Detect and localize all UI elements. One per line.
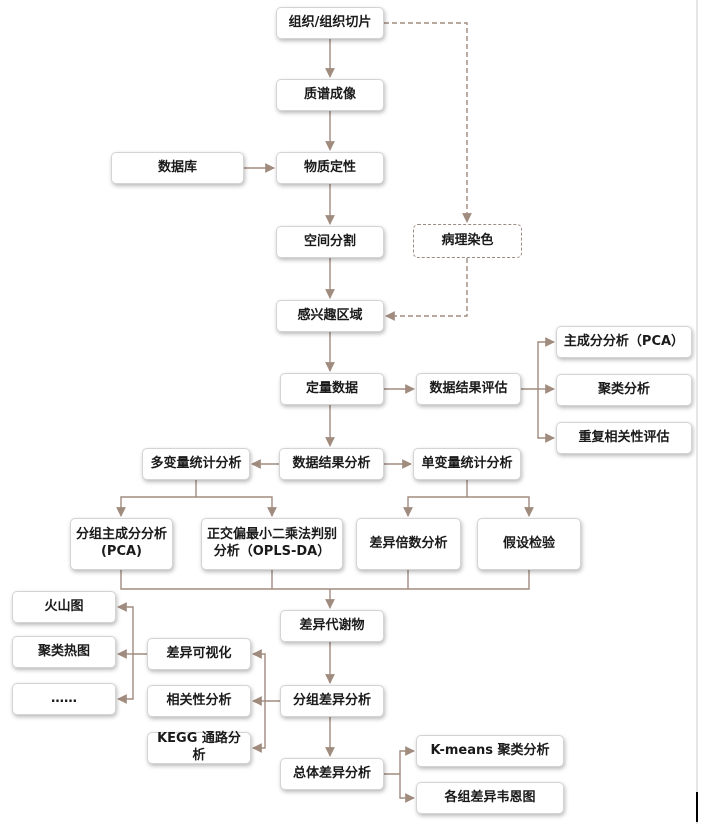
node-qualitative: 物质定性	[276, 152, 384, 184]
arrow-eval-to-pca	[521, 337, 555, 390]
arrow-hyp-join	[330, 570, 530, 590]
node-cluster-analysis: 聚类分析	[556, 374, 692, 406]
node-diff-metabolites: 差异代谢物	[280, 610, 384, 642]
node-volcano-plot: 火山图	[12, 591, 116, 623]
node-overall-diff: 总体差异分析	[280, 758, 384, 790]
arrow-pathology-to-roi	[385, 258, 468, 321]
node-group-pca: 分组主成分分析 (PCA)	[70, 518, 173, 570]
node-correlation-analysis: 相关性分析	[147, 685, 251, 717]
node-repeat-correlation: 重复相关性评估	[556, 422, 692, 454]
node-tissue: 组织/组织切片	[276, 7, 384, 39]
right-edge-line	[696, 0, 698, 824]
arrow-eval-to-repeat	[537, 389, 555, 443]
arrow-overall-to-kmeans	[384, 746, 415, 775]
node-ellipsis: ……	[12, 683, 116, 715]
node-opls-da: 正交偏最小二乘法判别 分析（OPLS-DA）	[201, 518, 343, 570]
arrow-vis-to-ellipsis	[117, 654, 134, 704]
node-result-eval: 数据结果评估	[416, 373, 521, 405]
node-ms-imaging: 质谱成像	[276, 79, 384, 111]
node-diff-visualization: 差异可视化	[147, 638, 251, 670]
arrow-vis-to-volcano	[117, 602, 147, 655]
node-roi: 感兴趣区域	[276, 300, 384, 332]
arrow-tissue-to-pathology	[384, 22, 472, 223]
node-kmeans: K-means 聚类分析	[416, 735, 564, 767]
node-cluster-heatmap: 聚类热图	[12, 636, 116, 668]
node-database: 数据库	[111, 152, 244, 184]
node-hypothesis-test: 假设检验	[477, 518, 581, 570]
node-kegg-pathway: KEGG 通路分析	[147, 731, 251, 764]
node-multivariate: 多变量统计分析	[142, 448, 250, 480]
arrow-univar-to-fold	[403, 480, 468, 517]
node-group-diff: 分组差异分析	[280, 685, 384, 717]
arrow-grouppca-join	[120, 570, 330, 590]
arrow-groupdiff-to-kegg	[252, 701, 266, 753]
arrow-univar-to-hyp	[467, 496, 534, 517]
node-spatial-segmentation: 空间分割	[276, 226, 384, 258]
arrow-multivar-to-oplsda	[196, 496, 277, 517]
node-fold-change: 差异倍数分析	[356, 518, 461, 570]
arrow-groupdiff-to-vis	[252, 649, 280, 702]
node-univariate: 单变量统计分析	[413, 448, 521, 480]
text-cursor-bar	[696, 792, 698, 822]
node-result-analysis: 数据结果分析	[279, 448, 384, 480]
node-venn: 各组差异韦恩图	[416, 782, 564, 814]
node-pathology-staining: 病理染色	[413, 224, 522, 258]
node-quant-data: 定量数据	[280, 373, 384, 405]
arrow-overall-to-venn	[399, 774, 415, 803]
arrow-multivar-to-grouppca	[116, 480, 197, 517]
node-pca: 主成分分析（PCA）	[556, 326, 692, 358]
